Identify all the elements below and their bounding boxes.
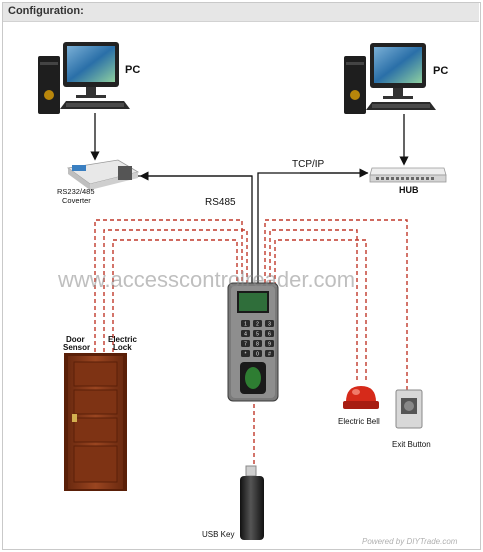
keypad-key-label: 6: [268, 332, 271, 338]
door: [64, 353, 127, 491]
electric-bell: [343, 386, 379, 409]
keypad-key: [253, 340, 262, 347]
keypad-key-label: 4: [244, 332, 247, 338]
solid-wires: [90, 113, 409, 285]
usb-key-label: USB Key: [202, 530, 234, 539]
keypad-key: [241, 350, 250, 357]
keypad-key-label: 3: [268, 322, 271, 328]
electric-bell-label: Electric Bell: [338, 417, 380, 426]
keypad-key: [253, 320, 262, 327]
converter-label-line1: RS232/485: [57, 187, 95, 196]
keypad-key: [265, 330, 274, 337]
wire-exit-button: [264, 219, 408, 390]
wire-electric-bell-2: [274, 239, 367, 380]
keypad-key-label: 7: [244, 342, 247, 348]
keypad-key-label: 9: [268, 342, 271, 348]
keypad-key: [241, 330, 250, 337]
keypad-key: [241, 320, 250, 327]
pc-left-label: PC: [125, 64, 140, 76]
keypad: 1 2 3 4 5 6 7 8 9 * 0 #: [241, 320, 274, 358]
rs232-485-converter: [66, 159, 140, 190]
wire-electric-lock: [112, 239, 238, 352]
electric-lock-label-line1: Electric: [108, 335, 137, 344]
rs485-label: RS485: [205, 197, 236, 208]
section-header: Configuration:: [3, 3, 479, 22]
keypad-key: [265, 340, 274, 347]
pc-left: [38, 42, 130, 114]
keypad-key-label: #: [268, 352, 271, 358]
tcpip-label: TCP/IP: [292, 159, 325, 170]
door-handle: [72, 414, 77, 422]
converter-label-line2: Coverter: [62, 196, 91, 205]
watermark: www.accesscontrolreader.com: [57, 267, 355, 292]
door-sensor-label-line1: Door: [66, 335, 85, 344]
keypad-key: [253, 330, 262, 337]
door-sensor-label-line2: Sensor: [63, 343, 90, 352]
hub-device: [369, 167, 447, 183]
exit-button-device: [395, 389, 423, 429]
keypad-key-label: 5: [256, 332, 259, 338]
section-title: Configuration:: [8, 5, 84, 17]
keypad-key-label: 2: [256, 322, 259, 328]
pc-right-label: PC: [433, 65, 448, 77]
wire-door-sensor: [94, 219, 243, 352]
pc-right: [344, 43, 436, 114]
wire-electric-bell: [269, 229, 358, 380]
exit-button-label: Exit Button: [392, 440, 431, 449]
keypad-key: [241, 340, 250, 347]
keypad-key-label: 0: [256, 352, 259, 358]
access-control-terminal: 1 2 3 4 5 6 7 8 9 * 0 #: [227, 282, 279, 402]
keypad-key: [253, 350, 262, 357]
keypad-key: [265, 320, 274, 327]
dashed-wires: [94, 219, 408, 468]
keypad-key-label: *: [245, 352, 247, 358]
electric-lock-label-line2: Lock: [113, 343, 132, 352]
keypad-key: [265, 350, 274, 357]
keypad-key-label: 1: [244, 322, 247, 328]
hub-label: HUB: [399, 185, 419, 195]
footer-credit: Powered by DIYTrade.com: [362, 537, 458, 546]
usb-key: [240, 465, 264, 540]
keypad-key-label: 8: [256, 342, 259, 348]
